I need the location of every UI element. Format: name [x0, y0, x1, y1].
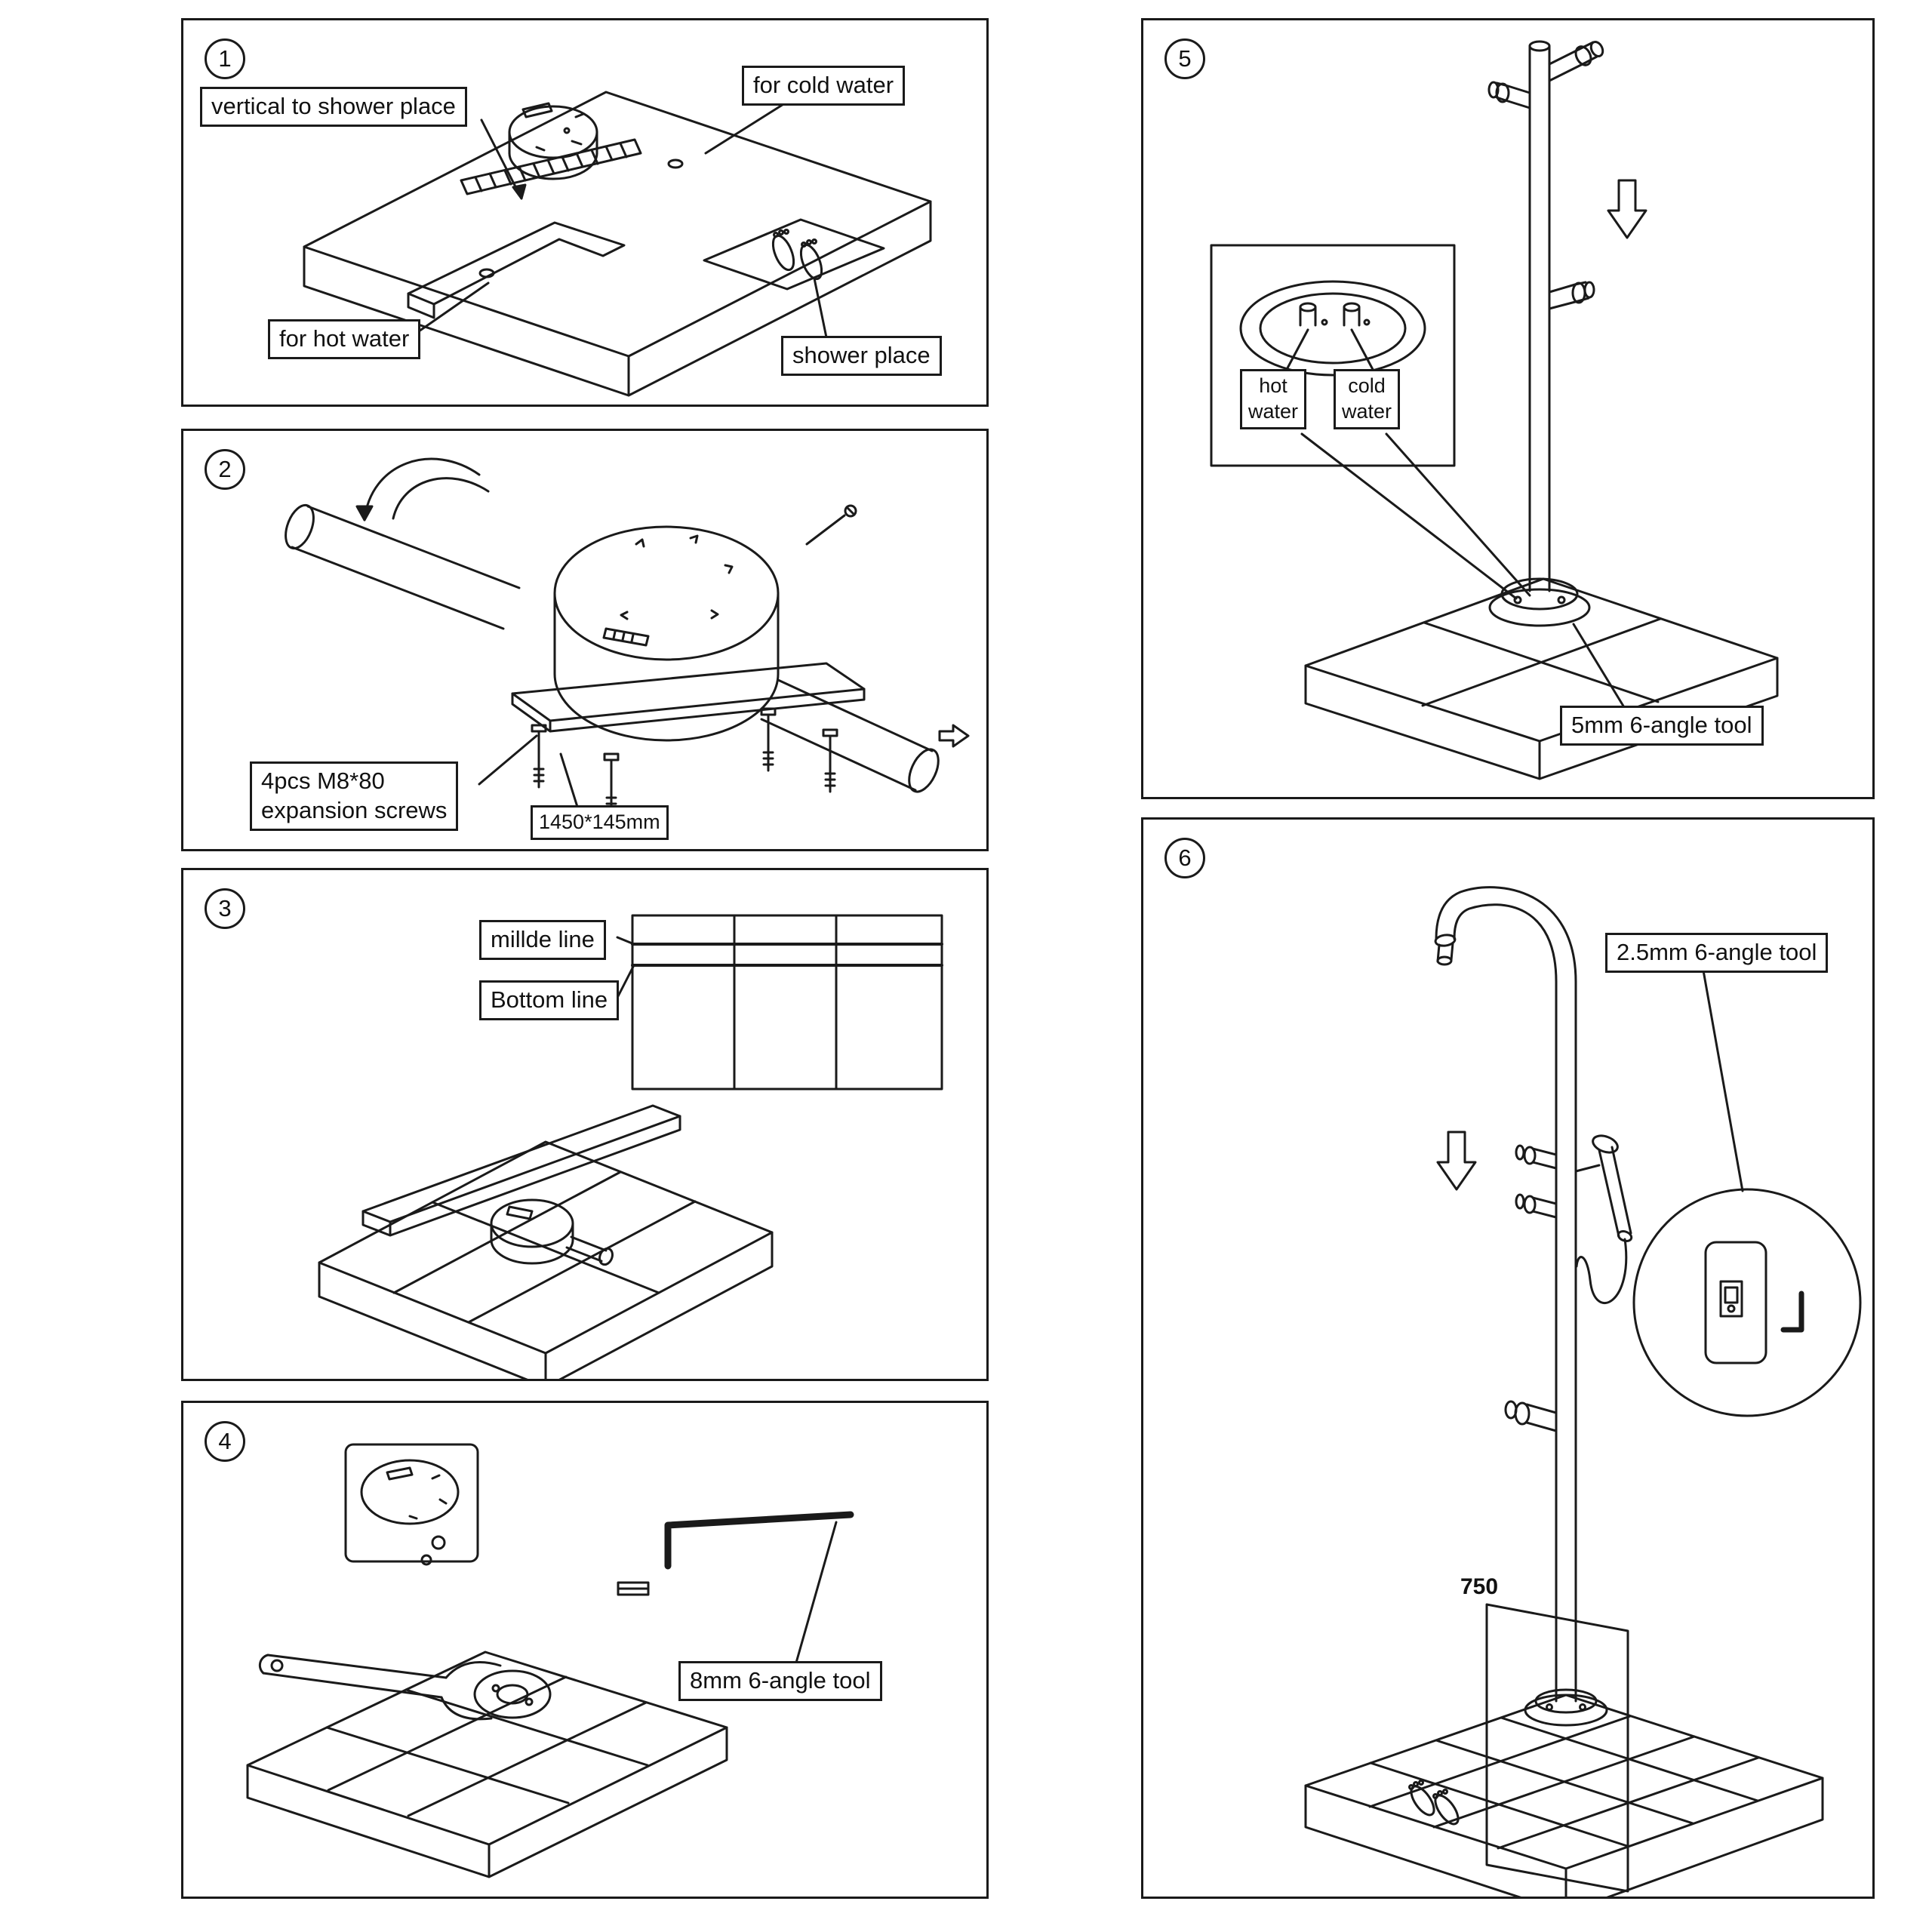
valve-body-drawing [553, 525, 780, 742]
step2-illustration [285, 457, 970, 817]
step-number: 6 [1178, 844, 1192, 871]
step-number-badge: 2 [205, 449, 245, 490]
allen-key-drawing [1780, 1291, 1804, 1333]
small-part-drawing [617, 1581, 650, 1596]
label-vertical-to-shower-place: vertical to shower place [200, 87, 467, 127]
leader-lines [1702, 969, 1744, 1192]
valve-body-drawing [490, 1198, 614, 1266]
label-5mm-tool: 5mm 6-angle tool [1560, 706, 1764, 746]
step5-illustration [1210, 40, 1779, 780]
label-line: expansion screws [261, 796, 448, 823]
step4-illustration [246, 1443, 854, 1878]
panel-step-6: 6 [1141, 817, 1875, 1899]
shower-column-drawing [1434, 886, 1577, 1703]
left-pipe-drawing [285, 503, 521, 630]
shower-column-drawing [1487, 40, 1604, 627]
label-line: hot [1259, 374, 1287, 397]
leader-lines [795, 1521, 838, 1664]
right-arrow-icon [938, 724, 970, 748]
flange-drawing [473, 1669, 552, 1719]
label-2-5mm-tool: 2.5mm 6-angle tool [1605, 933, 1829, 973]
hand-shower-drawing [1574, 1134, 1633, 1304]
label-shower-place: shower place [781, 336, 942, 376]
label-8mm-tool: 8mm 6-angle tool [678, 1661, 882, 1701]
flange-plate-drawing [511, 662, 866, 733]
mounting-slab-drawing [303, 91, 932, 397]
tool-detail-inset-drawing [1632, 1188, 1862, 1417]
rotate-arrow-icon [355, 457, 490, 521]
base-flange-drawing [1524, 1688, 1608, 1727]
panel-step-1: 1 [181, 18, 989, 407]
tile-wall-drawing [631, 914, 943, 1091]
leader-lines [417, 100, 828, 339]
step1-illustration [303, 91, 932, 397]
leader-lines [478, 734, 579, 808]
shower-place-plate-drawing [703, 218, 885, 291]
label-for-hot-water: for hot water [268, 319, 421, 359]
floor-platform-drawing [246, 1651, 728, 1878]
right-pipe-drawing [760, 678, 970, 793]
step6-illustration [1304, 886, 1862, 1897]
base-detail-inset-drawing [1210, 244, 1456, 467]
label-line: cold [1348, 374, 1386, 397]
label-middle-line: millde line [479, 920, 606, 960]
floor-platform-drawing [1304, 1694, 1824, 1897]
down-arrow-icon [1436, 1131, 1477, 1191]
down-arrow-icon [1607, 179, 1647, 239]
label-line: water [1342, 399, 1392, 423]
step-number-badge: 4 [205, 1421, 245, 1462]
ruler-drawing [460, 138, 642, 195]
step-number-badge: 3 [205, 888, 245, 929]
label-expansion-screws: 4pcs M8*80 expansion screws [250, 761, 459, 831]
leader-lines [1282, 328, 1628, 712]
step3-illustration [318, 914, 943, 1379]
panel-step-2: 2 [181, 429, 989, 851]
panel-step-3: 3 [181, 868, 989, 1381]
mixer-knobs-drawing [1504, 1144, 1558, 1432]
footprints-drawing [1408, 1780, 1460, 1826]
label-line: 4pcs M8*80 [261, 768, 385, 794]
label-750-dimension: 750 [1460, 1574, 1499, 1599]
step-number: 3 [218, 895, 232, 921]
step-number-badge: 6 [1164, 838, 1205, 878]
valve-top-detail-drawing [344, 1443, 479, 1566]
base-platform-drawing [1304, 577, 1779, 780]
allen-key-drawing [664, 1511, 854, 1570]
beam-drawing [361, 1104, 681, 1237]
panel-step-4: 4 [181, 1401, 989, 1899]
step-number: 1 [218, 45, 232, 72]
expansion-screws-drawing [531, 707, 838, 817]
floor-platform-drawing [318, 1140, 774, 1379]
step-number: 5 [1178, 45, 1192, 72]
label-cold-water: cold water [1334, 369, 1401, 429]
dimension-plane-drawing [1485, 1603, 1629, 1893]
label-for-cold-water: for cold water [742, 66, 906, 106]
step-number: 2 [218, 456, 232, 482]
label-hot-water: hot water [1240, 369, 1307, 429]
step-number: 4 [218, 1428, 232, 1454]
leader-lines [616, 936, 635, 999]
panel-step-5: 5 [1141, 18, 1875, 799]
label-dimension: 1450*145mm [531, 805, 669, 840]
step-number-badge: 1 [205, 38, 245, 79]
screw-mark-drawing [805, 504, 857, 546]
label-line: water [1248, 399, 1299, 423]
label-bottom-line: Bottom line [479, 980, 620, 1020]
step-number-badge: 5 [1164, 38, 1205, 79]
wrench-drawing [258, 1654, 502, 1721]
